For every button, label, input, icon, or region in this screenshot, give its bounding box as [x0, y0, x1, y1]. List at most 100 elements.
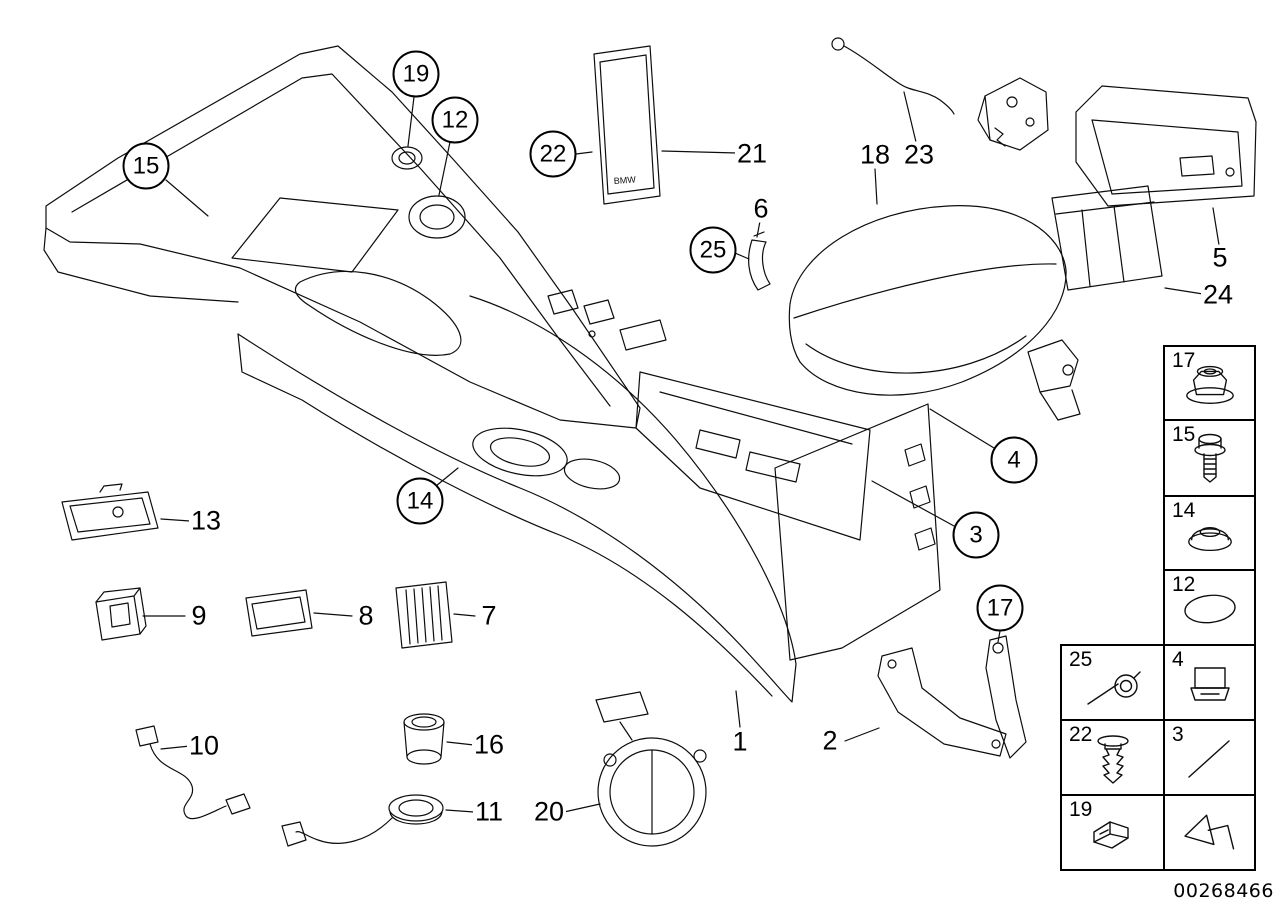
callout-label: 24	[1202, 279, 1234, 310]
callout-4[interactable]: 4	[990, 436, 1038, 484]
legend-box-label: 22	[1069, 723, 1093, 746]
legend-box-17[interactable]: 17	[1163, 345, 1256, 421]
callout-label: 21	[736, 138, 768, 169]
callout-label: 15	[132, 152, 160, 179]
legend-box-14[interactable]: 14	[1163, 495, 1256, 571]
callout-22[interactable]: 22	[529, 130, 577, 178]
callout-11[interactable]: 11	[472, 796, 506, 827]
wiring-harness-drawing	[135, 725, 251, 820]
legend-box-label: 14	[1172, 499, 1196, 522]
callout-23[interactable]: 23	[901, 139, 937, 170]
callout-10[interactable]: 10	[186, 730, 222, 761]
bowden-cable-drawing	[831, 37, 955, 115]
support-bracket-drawing	[985, 635, 1027, 759]
callout-label: 20	[533, 796, 565, 827]
callout-9[interactable]: 9	[189, 600, 209, 631]
hook-clip-drawing	[748, 231, 771, 291]
callout-12[interactable]: 12	[431, 96, 479, 144]
callout-label: 25	[699, 236, 727, 263]
callout-3[interactable]: 3	[952, 511, 1000, 559]
legend-box-label: 19	[1069, 798, 1093, 821]
legend-box-15[interactable]: 15	[1163, 419, 1256, 497]
callout-19[interactable]: 19	[392, 50, 440, 98]
legend-box-25[interactable]: 25	[1060, 644, 1165, 721]
cup-insert-drawing	[1051, 185, 1163, 291]
callout-13[interactable]: 13	[188, 505, 224, 536]
callout-label: 23	[903, 139, 935, 170]
legend-box-19[interactable]: 19	[1060, 794, 1165, 871]
callout-25[interactable]: 25	[689, 226, 737, 274]
rear-bracket-drawing	[877, 647, 1007, 757]
power-socket-drawing	[403, 713, 445, 765]
callout-20[interactable]: 20	[531, 796, 567, 827]
callout-15[interactable]: 15	[122, 142, 170, 190]
callout-label: 10	[188, 730, 220, 761]
direction-arrow-icon	[1165, 796, 1254, 869]
hex-bolt-icon	[1165, 421, 1254, 495]
trim-card-drawing: BMW	[593, 45, 661, 205]
console-trim-drawing	[237, 295, 797, 703]
callout-label: 1	[732, 726, 748, 757]
legend-box-arrow[interactable]	[1163, 794, 1256, 871]
callout-18[interactable]: 18	[857, 139, 893, 170]
blank-cover-drawing	[245, 589, 313, 637]
callout-label: 4	[1007, 446, 1021, 473]
callout-label: 3	[969, 521, 983, 548]
legend-box-22[interactable]: 22	[1060, 719, 1165, 796]
legend-box-label: 4	[1172, 648, 1184, 671]
legend-box-label: 3	[1172, 723, 1184, 746]
callout-label: 5	[1212, 242, 1228, 273]
callout-label: 7	[481, 600, 497, 631]
flange-nut-icon	[1165, 347, 1254, 419]
expansion-rivet-icon	[1062, 721, 1163, 794]
grommet-icon	[1165, 497, 1254, 569]
switch-unit-drawing	[95, 587, 147, 641]
callout-14[interactable]: 14	[396, 477, 444, 525]
callout-label: 9	[191, 600, 207, 631]
callout-label: 12	[441, 106, 469, 133]
callout-17[interactable]: 17	[976, 584, 1024, 632]
storage-tray-drawing	[61, 483, 159, 541]
rear-carrier-drawing	[635, 371, 941, 661]
callout-label: 16	[473, 729, 505, 760]
callout-label: 13	[190, 505, 222, 536]
diagram-number: 00268466	[1173, 880, 1274, 902]
lock-mechanism-drawing	[977, 77, 1049, 151]
callout-7[interactable]: 7	[479, 600, 499, 631]
callout-21[interactable]: 21	[734, 138, 770, 169]
callout-label: 14	[406, 487, 434, 514]
callout-label: 19	[402, 60, 430, 87]
legend-box-4[interactable]: 4	[1163, 644, 1256, 721]
callout-8[interactable]: 8	[356, 600, 376, 631]
callout-label: 22	[539, 140, 567, 167]
socket-housing-drawing	[281, 794, 444, 847]
oval-gasket-icon	[1165, 571, 1254, 644]
callout-label: 18	[859, 139, 891, 170]
callout-6[interactable]: 6	[751, 193, 771, 224]
callout-16[interactable]: 16	[471, 729, 507, 760]
callout-label: 8	[358, 600, 374, 631]
callout-1[interactable]: 1	[730, 726, 750, 757]
rear-tray-drawing	[1075, 85, 1257, 207]
callout-label: 2	[822, 725, 838, 756]
legend-box-label: 12	[1172, 573, 1196, 596]
legend-box-12[interactable]: 12	[1163, 569, 1256, 646]
leader-lines	[142, 91, 1220, 813]
callout-label: 6	[753, 193, 769, 224]
legend-box-label: 17	[1172, 349, 1196, 372]
torsion-spring-icon	[1062, 646, 1163, 719]
callout-5[interactable]: 5	[1210, 242, 1230, 273]
cupholder-drawing	[595, 691, 707, 847]
legend-box-3[interactable]: 3	[1163, 719, 1256, 796]
callout-2[interactable]: 2	[820, 725, 840, 756]
grille-cover-drawing	[395, 581, 453, 649]
callout-label: 11	[474, 796, 504, 827]
callout-24[interactable]: 24	[1200, 279, 1236, 310]
callout-label: 17	[986, 594, 1014, 621]
console-carrier-drawing	[43, 45, 667, 429]
clip-icon	[1165, 646, 1254, 719]
legend-box-label: 15	[1172, 423, 1196, 446]
armrest-drawing	[788, 205, 1081, 421]
